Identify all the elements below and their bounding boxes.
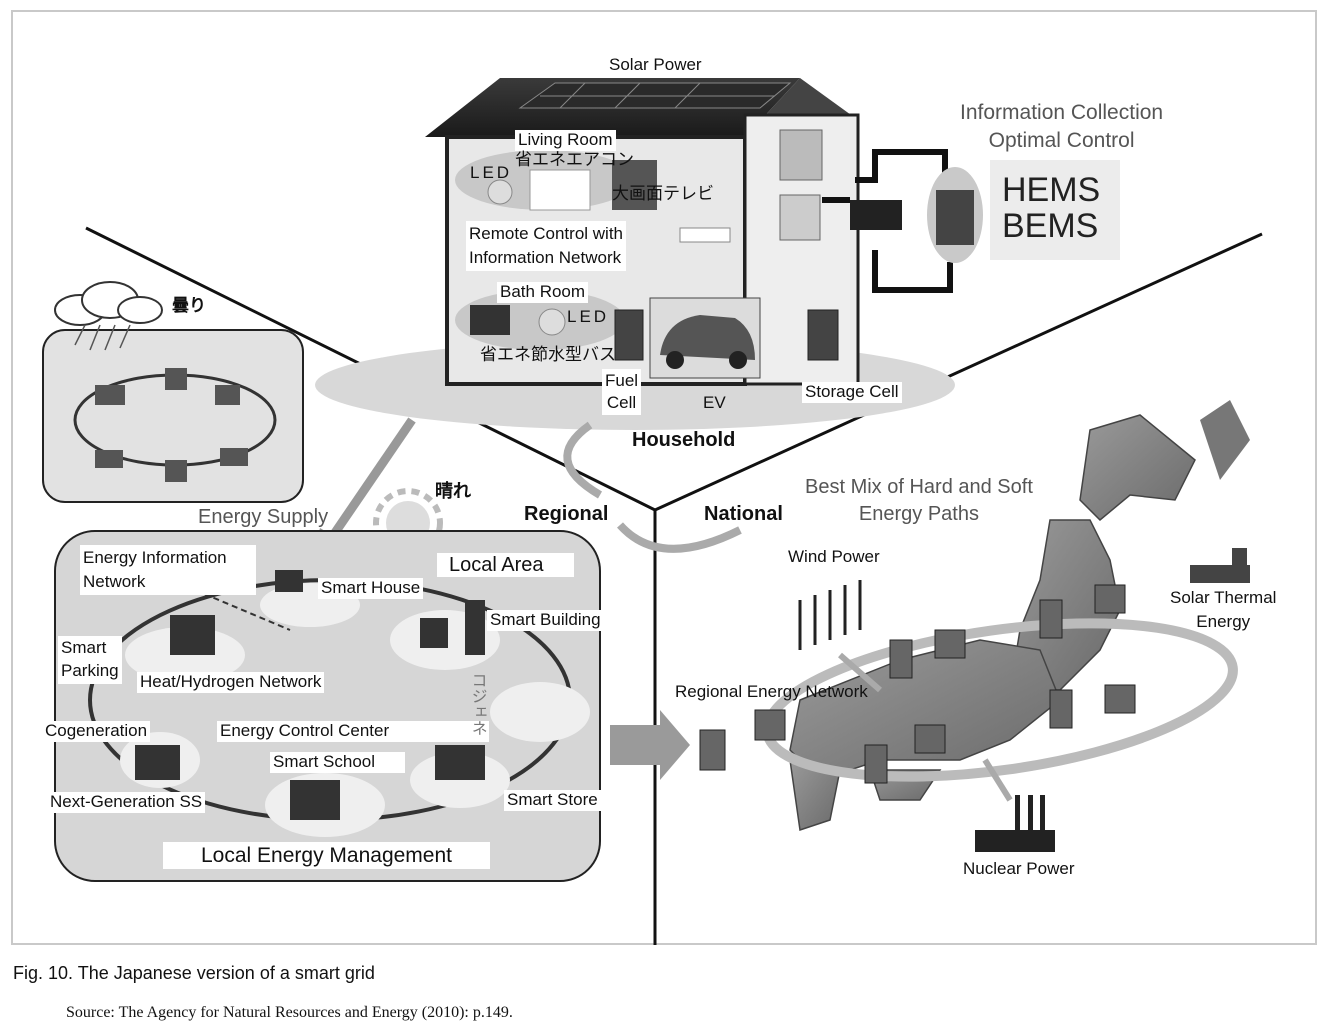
big-arrow bbox=[610, 710, 690, 780]
solar-power-label: Solar Power bbox=[609, 55, 702, 74]
figure-source: Source: The Agency for Natural Resources… bbox=[66, 1004, 513, 1021]
local-area-label: Local Area bbox=[437, 553, 574, 577]
nuclear-plant-icon bbox=[975, 795, 1055, 852]
cogeneration-label: Cogeneration bbox=[42, 721, 151, 742]
remote-control-label: Remote Control with Information Network bbox=[466, 221, 627, 271]
bath-label: 省エネ節水型バス bbox=[480, 345, 616, 364]
aircon-label: 省エネエアコン bbox=[515, 150, 634, 169]
smart-school-label: Smart School bbox=[270, 752, 406, 773]
led-label-living: LED bbox=[470, 163, 513, 182]
fuel-cell-label: Fuel Cell bbox=[602, 369, 642, 416]
hems-bems-label: HEMS BEMS bbox=[1002, 171, 1101, 245]
solar-panels bbox=[518, 82, 792, 109]
best-mix-label: Best Mix of Hard and Soft Energy Paths bbox=[805, 476, 1033, 525]
bath-room-label: Bath Room bbox=[497, 282, 589, 303]
ev-label: EV bbox=[703, 393, 726, 412]
smart-house-label: Smart House bbox=[318, 578, 424, 599]
figure-caption: Fig. 10. The Japanese version of a smart… bbox=[13, 963, 375, 983]
sunny-label: 晴れ bbox=[435, 481, 471, 501]
led-label-bath: LED bbox=[567, 307, 610, 326]
household-section-label: Household bbox=[632, 429, 736, 451]
smart-building-label: Smart Building bbox=[487, 610, 604, 631]
house bbox=[425, 78, 860, 386]
smart-store-label: Smart Store bbox=[504, 790, 601, 811]
info-collection-label: Information Collection Optimal Control bbox=[960, 101, 1164, 153]
energy-supply-arrow bbox=[326, 417, 416, 543]
smart-parking-label: Smart Parking bbox=[58, 636, 122, 684]
nuclear-power-label: Nuclear Power bbox=[963, 859, 1075, 878]
flow-arrows bbox=[563, 421, 742, 553]
tv-label: 大画面テレビ bbox=[612, 184, 714, 203]
regional-energy-network-label: Regional Energy Network bbox=[675, 682, 868, 701]
solar-thermal-icon bbox=[1190, 548, 1250, 583]
hems-wiring bbox=[822, 149, 953, 293]
regional-section-label: Regional bbox=[524, 503, 609, 525]
cloud-icon bbox=[54, 281, 163, 326]
solar-thermal-label: Solar Thermal Energy bbox=[1170, 588, 1277, 631]
local-energy-management-label: Local Energy Management bbox=[163, 842, 490, 870]
japan-map bbox=[789, 414, 1196, 831]
storage-cell-label: Storage Cell bbox=[802, 382, 902, 403]
national-section-label: National bbox=[704, 503, 783, 525]
heat-hydrogen-label: Heat/Hydrogen Network bbox=[137, 672, 325, 693]
wind-turbines bbox=[798, 580, 862, 650]
energy-control-center-label: Energy Control Center bbox=[217, 721, 490, 742]
map-buildings bbox=[699, 584, 1136, 784]
energy-info-network-label: Energy Information Network bbox=[80, 545, 256, 595]
living-room-label: Living Room bbox=[515, 130, 616, 151]
next-gen-ss-label: Next-Generation SS bbox=[47, 792, 206, 813]
cloudy-label: 曇り bbox=[172, 296, 206, 315]
cogen-vertical-label: コジェネ bbox=[468, 672, 486, 736]
energy-supply-label: Energy Supply bbox=[198, 506, 329, 528]
wind-power-label: Wind Power bbox=[788, 547, 880, 566]
